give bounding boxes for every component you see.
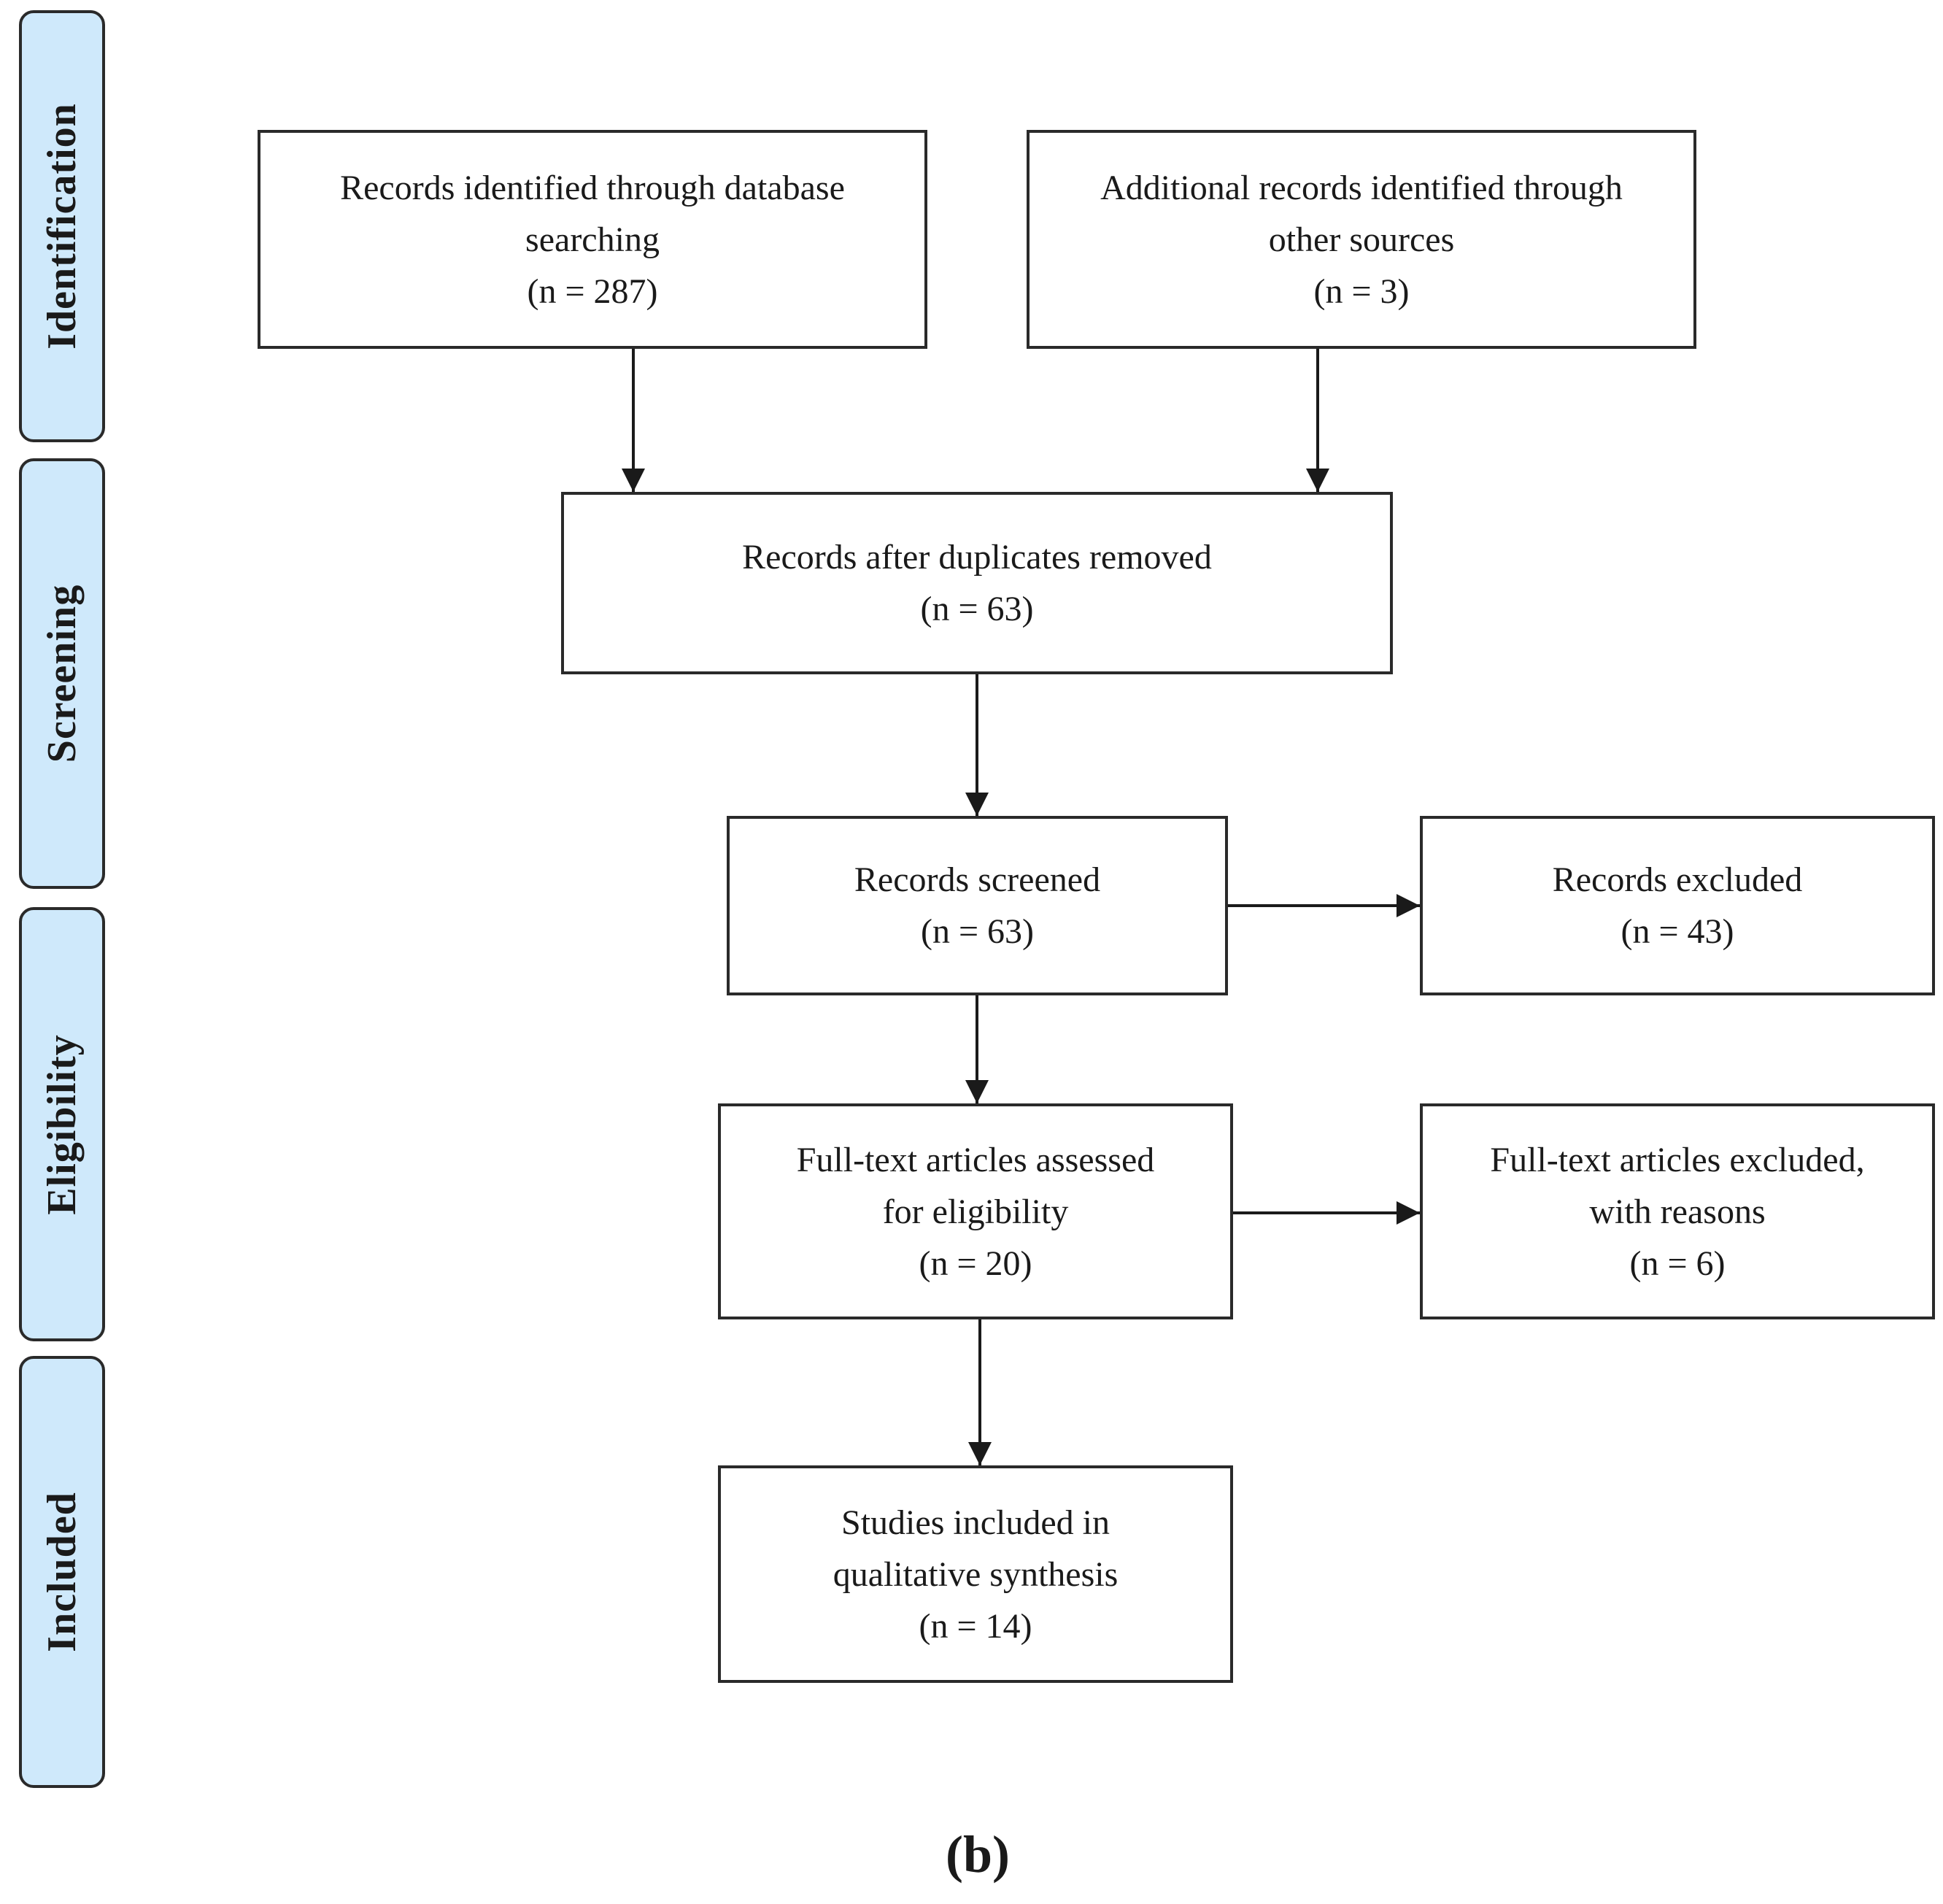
- box-fulltext-excluded-count: (n = 6): [1629, 1244, 1726, 1283]
- arrowhead-other: [1306, 469, 1329, 492]
- box-included-count: (n = 14): [919, 1606, 1032, 1646]
- phase-included: Included: [19, 1356, 105, 1788]
- box-screened-line1: Records screened: [854, 860, 1101, 899]
- box-fulltext-excluded: Full-text articles excluded, with reason…: [1420, 1103, 1935, 1319]
- figure-caption: (b): [946, 1825, 1010, 1884]
- box-other-line2: other sources: [1268, 220, 1455, 259]
- box-fulltext-excluded-line1: Full-text articles excluded,: [1490, 1140, 1865, 1179]
- box-database-line1: Records identified through database: [340, 168, 845, 207]
- box-records-screened: Records screened (n = 63): [727, 816, 1228, 995]
- box-included-line1: Studies included in: [841, 1503, 1110, 1542]
- box-excluded-count: (n = 43): [1621, 912, 1734, 951]
- box-database-line2: searching: [525, 220, 660, 259]
- box-fulltext-count: (n = 20): [919, 1244, 1032, 1283]
- box-other-sources: Additional records identified through ot…: [1027, 130, 1696, 349]
- arrowhead-fulltext-excluded: [1397, 1201, 1420, 1225]
- box-database-count: (n = 287): [527, 271, 658, 311]
- box-other-line1: Additional records identified through: [1100, 168, 1623, 207]
- box-excluded-line1: Records excluded: [1552, 860, 1803, 899]
- arrowhead-included: [968, 1442, 992, 1465]
- box-duplicates-line1: Records after duplicates removed: [742, 538, 1212, 577]
- arrowhead-excluded: [1397, 894, 1420, 917]
- box-fulltext-line1: Full-text articles assessed: [796, 1140, 1155, 1179]
- box-studies-included: Studies included in qualitative synthesi…: [718, 1465, 1233, 1683]
- box-fulltext-line2: for eligibility: [882, 1192, 1069, 1231]
- phase-eligibility: Eligibility: [19, 907, 105, 1341]
- box-fulltext-excluded-line2: with reasons: [1589, 1192, 1766, 1231]
- box-records-excluded: Records excluded (n = 43): [1420, 816, 1935, 995]
- box-other-count: (n = 3): [1313, 271, 1410, 311]
- box-screened-count: (n = 63): [920, 912, 1035, 951]
- box-fulltext-assessed: Full-text articles assessed for eligibil…: [718, 1103, 1233, 1319]
- box-duplicates-removed: Records after duplicates removed (n = 63…: [561, 492, 1393, 674]
- box-database-records: Records identified through database sear…: [258, 130, 927, 349]
- box-included-line2: qualitative synthesis: [833, 1554, 1119, 1594]
- phase-identification: Identification: [19, 10, 105, 442]
- arrowhead-database: [622, 469, 645, 492]
- phase-screening: Screening: [19, 458, 105, 889]
- arrowhead-screened: [965, 793, 989, 816]
- arrowhead-fulltext: [965, 1080, 989, 1103]
- box-duplicates-count: (n = 63): [920, 590, 1034, 628]
